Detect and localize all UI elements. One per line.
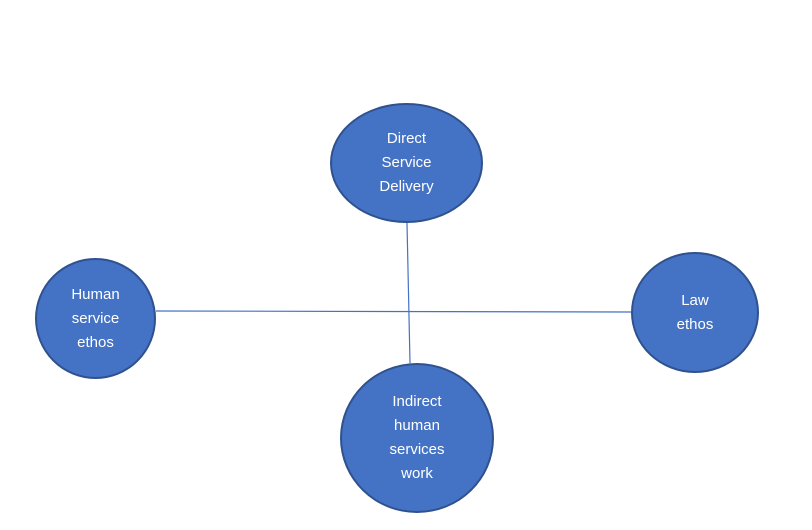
direct-service-delivery-node: Direct Service Delivery — [330, 103, 483, 223]
node-label: Law ethos — [676, 291, 714, 333]
law-ethos-node: Law ethos — [631, 252, 759, 373]
human-service-ethos-node: Human service ethos — [35, 258, 156, 379]
node-label: Direct Service Delivery — [379, 130, 434, 195]
vertical-connector — [406, 222, 411, 364]
indirect-human-services-work-node: Indirect human services work — [340, 363, 494, 513]
horizontal-connector — [155, 310, 632, 313]
node-label: Indirect human services work — [389, 393, 445, 482]
node-label: Human service ethos — [71, 285, 120, 351]
